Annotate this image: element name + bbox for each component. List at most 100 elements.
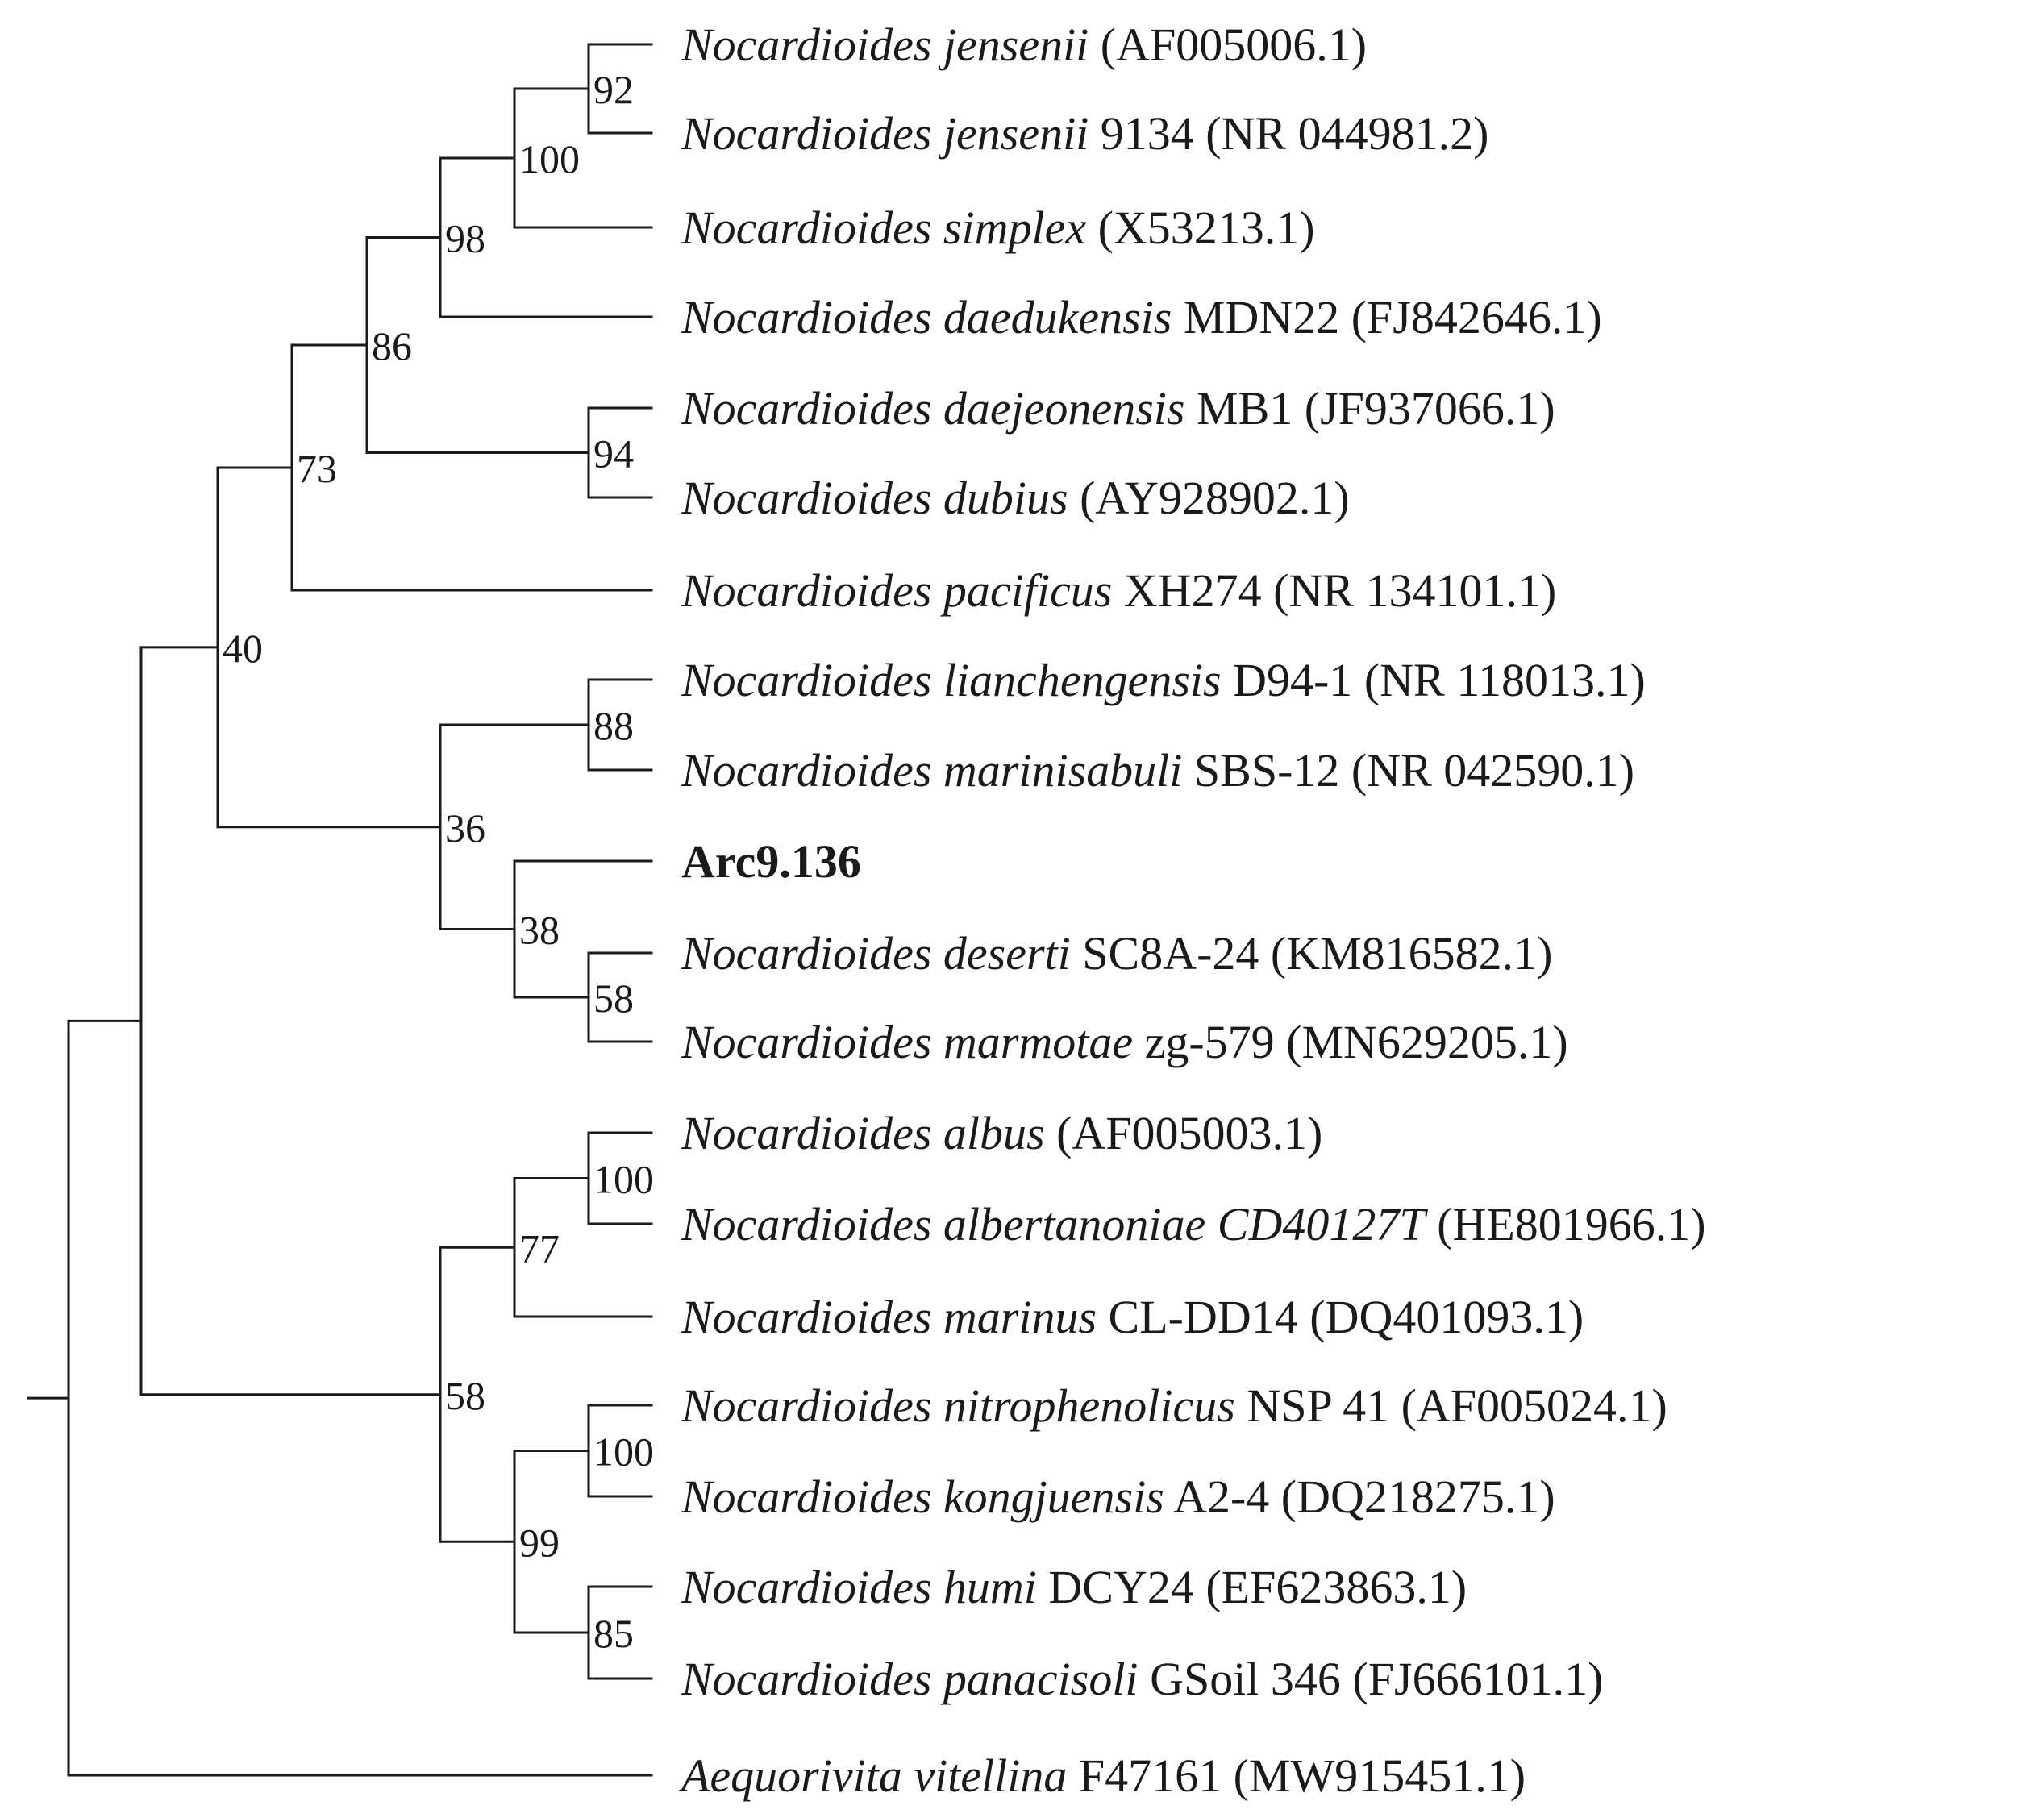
leaf-label: Nocardioides jensenii 9134 (NR 044981.2) — [681, 107, 1489, 160]
leaf-genus: Nocardioides — [681, 1016, 931, 1068]
leaf-strain: A2-4 — [1173, 1471, 1269, 1523]
leaf-accession: (AY928902.1) — [1080, 472, 1350, 524]
bootstrap-value: 58 — [593, 976, 634, 1021]
leaf-accession: (EF623863.1) — [1205, 1561, 1467, 1613]
leaf-epithet: marmotae — [943, 1016, 1133, 1068]
bootstrap-value: 36 — [445, 805, 485, 851]
leaf-epithet: albertanoniae CD40127T — [943, 1198, 1428, 1250]
leaf-label: Nocardioides marinisabuli SBS-12 (NR 042… — [681, 744, 1634, 797]
leaf-genus: Nocardioides — [681, 744, 931, 797]
leaf-label: Nocardioides daedukensis MDN22 (FJ842646… — [681, 291, 1602, 343]
leaf-epithet: simplex — [943, 202, 1086, 254]
leaf-accession: (HE801966.1) — [1437, 1198, 1705, 1250]
leaf-epithet: nitrophenolicus — [943, 1379, 1235, 1432]
leaf-genus: Aequorivita — [678, 1749, 902, 1802]
bootstrap-value: 100 — [593, 1429, 654, 1475]
leaf-label: Nocardioides simplex (X53213.1) — [681, 202, 1315, 254]
leaf-label: Nocardioides marinus CL-DD14 (DQ401093.1… — [681, 1291, 1584, 1343]
leaf-label: Nocardioides albus (AF005003.1) — [681, 1107, 1322, 1159]
leaf-epithet: dubius — [943, 472, 1068, 524]
leaf-epithet: daedukensis — [943, 291, 1172, 343]
bootstrap-value: 88 — [593, 703, 634, 748]
leaf-strain: MB1 — [1197, 382, 1293, 435]
leaf-accession: (MN629205.1) — [1286, 1016, 1568, 1068]
leaf-label: Nocardioides deserti SC8A-24 (KM816582.1… — [681, 927, 1553, 980]
leaf-genus: Nocardioides — [681, 1561, 931, 1613]
leaf-epithet: daejeonensis — [943, 382, 1185, 435]
leaf-accession: (MW915451.1) — [1234, 1749, 1526, 1802]
leaf-strain: DCY24 — [1048, 1561, 1193, 1613]
leaf-epithet: albus — [943, 1107, 1045, 1159]
leaf-strain: MDN22 — [1184, 291, 1339, 343]
leaf-name: Arc9.136 — [681, 835, 861, 888]
bootstrap-value: 92 — [593, 67, 634, 112]
leaf-epithet: jensenii — [938, 19, 1089, 71]
bootstrap-value: 77 — [519, 1225, 560, 1271]
leaf-accession: (FJ666101.1) — [1352, 1653, 1603, 1705]
leaf-genus: Nocardioides — [681, 1471, 931, 1523]
leaf-accession: (NR 042590.1) — [1351, 744, 1634, 797]
leaf-genus: Nocardioides — [681, 654, 931, 706]
leaf-label: Nocardioides humi DCY24 (EF623863.1) — [681, 1561, 1467, 1613]
leaf-strain: GSoil 346 — [1150, 1653, 1341, 1705]
leaf-epithet: humi — [943, 1561, 1037, 1613]
leaf-accession: (NR 044981.2) — [1205, 107, 1488, 160]
leaf-strain: D94-1 — [1233, 654, 1352, 706]
leaf-label: Nocardioides jensenii (AF005006.1) — [681, 19, 1367, 71]
leaf-label: Nocardioides nitrophenolicus NSP 41 (AF0… — [681, 1379, 1667, 1432]
leaf-strain: SC8A-24 — [1082, 927, 1259, 980]
leaf-accession: (AF005006.1) — [1101, 19, 1367, 71]
bootstrap-value: 38 — [519, 908, 560, 953]
leaf-genus: Nocardioides — [681, 107, 931, 160]
leaf-accession: (JF937066.1) — [1305, 382, 1555, 435]
leaf-epithet: pacificus — [940, 564, 1112, 617]
leaf-accession: (X53213.1) — [1098, 202, 1315, 254]
leaf-epithet: kongjuensis — [943, 1471, 1164, 1523]
leaf-genus: Nocardioides — [681, 382, 931, 435]
leaf-strain: F47161 — [1079, 1749, 1222, 1802]
leaf-accession: (DQ218275.1) — [1281, 1471, 1555, 1523]
leaf-label: Nocardioides kongjuensis A2-4 (DQ218275.… — [681, 1471, 1555, 1523]
leaf-epithet: panacisoli — [940, 1653, 1139, 1705]
leaf-accession: (AF005024.1) — [1401, 1379, 1667, 1432]
leaf-genus: Nocardioides — [681, 1107, 931, 1159]
bootstrap-value: 85 — [593, 1611, 634, 1656]
bootstrap-value: 100 — [593, 1157, 654, 1202]
leaf-genus: Nocardioides — [681, 202, 931, 254]
leaf-genus: Nocardioides — [681, 1653, 931, 1705]
bootstrap-value: 86 — [372, 323, 412, 368]
leaf-accession: (DQ401093.1) — [1309, 1291, 1584, 1343]
leaf-strain: SBS-12 — [1194, 744, 1340, 797]
leaf-label: Nocardioides marmotae zg-579 (MN629205.1… — [681, 1016, 1568, 1068]
leaf-label: Arc9.136 — [681, 835, 861, 888]
leaf-epithet: jensenii — [938, 107, 1089, 160]
leaf-label: Nocardioides daejeonensis MB1 (JF937066.… — [681, 382, 1555, 435]
leaf-genus: Nocardioides — [681, 472, 931, 524]
tree-branches — [27, 43, 653, 1777]
leaf-labels: Nocardioides jensenii (AF005006.1)Nocard… — [678, 19, 1706, 1802]
leaf-strain: XH274 — [1124, 564, 1262, 617]
bootstrap-value: 73 — [297, 446, 337, 491]
leaf-genus: Nocardioides — [681, 564, 931, 617]
leaf-strain: CL-DD14 — [1109, 1291, 1298, 1343]
bootstrap-value: 100 — [519, 136, 580, 181]
bootstrap-value: 58 — [445, 1373, 485, 1418]
bootstrap-value: 94 — [593, 431, 634, 476]
leaf-epithet: marinus — [943, 1291, 1097, 1343]
leaf-label: Aequorivita vitellina F47161 (MW915451.1… — [678, 1749, 1526, 1802]
leaf-label: Nocardioides lianchengensis D94-1 (NR 11… — [681, 654, 1646, 706]
leaf-label: Nocardioides albertanoniae CD40127T (HE8… — [681, 1198, 1706, 1250]
leaf-strain: zg-579 — [1145, 1016, 1275, 1068]
leaf-accession: (AF005003.1) — [1056, 1107, 1322, 1159]
leaf-strain: 9134 — [1101, 107, 1194, 160]
leaf-genus: Nocardioides — [681, 927, 931, 980]
leaf-label: Nocardioides panacisoli GSoil 346 (FJ666… — [681, 1653, 1603, 1705]
leaf-genus: Nocardioides — [681, 291, 931, 343]
leaf-accession: (NR 134101.1) — [1273, 564, 1556, 617]
leaf-accession: (FJ842646.1) — [1351, 291, 1602, 343]
leaf-genus: Nocardioides — [681, 19, 931, 71]
leaf-label: Nocardioides dubius (AY928902.1) — [681, 472, 1350, 524]
leaf-label: Nocardioides pacificus XH274 (NR 134101.… — [681, 564, 1556, 617]
